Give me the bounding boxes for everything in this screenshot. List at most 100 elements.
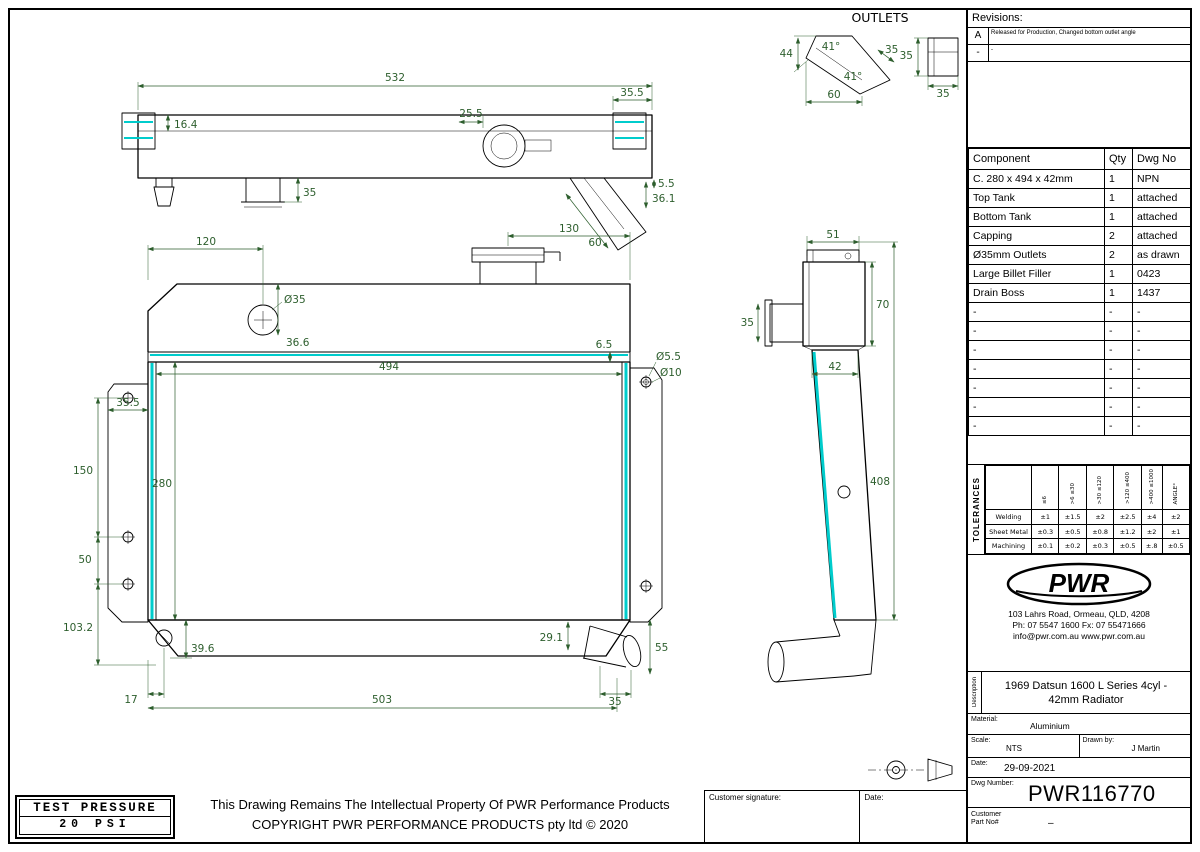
dim-532: 532 bbox=[385, 72, 405, 84]
tolerance-row-label: Machining bbox=[985, 538, 1032, 554]
dwgno-cell: attached bbox=[1132, 207, 1190, 227]
component-row: --- bbox=[968, 397, 1190, 417]
tolerance-col-header: >400 ≤1000 bbox=[1140, 465, 1163, 511]
test-pressure-box: TEST PRESSURE 20 PSI bbox=[15, 795, 175, 839]
scale-drawnby-row: Scale: NTS Drawn by: J Martin bbox=[968, 735, 1190, 758]
dim-103-2: 103.2 bbox=[63, 622, 93, 634]
dim-36-1: 36.1 bbox=[652, 193, 675, 205]
top-view: 532 35.5 16.4 25.5 35 5.5 36.1 60 bbox=[121, 72, 675, 251]
material-row: Material: Aluminium bbox=[968, 714, 1190, 735]
tolerance-value: ±2 bbox=[1085, 509, 1115, 525]
dwgno-cell: - bbox=[1132, 302, 1190, 322]
tolerance-header-row: ≤6 >6 ≤30 >30 ≤120 >120 ≤400 >400 ≤1000 … bbox=[985, 465, 1190, 511]
dwgno-cell: attached bbox=[1132, 226, 1190, 246]
tolerance-value: ±2 bbox=[1140, 523, 1163, 540]
dim-120: 120 bbox=[196, 236, 216, 248]
tolerances-side-label: TOLERANCES bbox=[968, 465, 985, 554]
dim-17: 17 bbox=[124, 694, 137, 706]
component-row: --- bbox=[968, 378, 1190, 398]
dim-35-straight-v: 35 bbox=[900, 50, 913, 62]
pwr-logo: PWR bbox=[1006, 562, 1152, 606]
dim-130: 130 bbox=[559, 223, 579, 235]
qty-cell: - bbox=[1104, 340, 1133, 360]
tolerance-value: ±2.5 bbox=[1113, 509, 1142, 525]
qty-cell: - bbox=[1104, 359, 1133, 379]
date-label: Date: bbox=[971, 760, 988, 767]
scale-cell: Scale: NTS bbox=[968, 735, 1079, 757]
description-side-label: Description bbox=[968, 672, 982, 713]
dwg-number-value: PWR116770 bbox=[1028, 781, 1156, 806]
component-cell: - bbox=[968, 302, 1105, 322]
dim-41a: 41° bbox=[822, 41, 841, 53]
tolerance-col-header: ≤6 bbox=[1030, 465, 1060, 511]
title-block: Revisions: A Released for Production, Ch… bbox=[966, 10, 1190, 842]
dim-5-5: 5.5 bbox=[658, 178, 675, 190]
dim-70: 70 bbox=[876, 299, 889, 311]
dim-55: 55 bbox=[655, 642, 668, 654]
qty-cell: 2 bbox=[1104, 245, 1133, 265]
component-row: --- bbox=[968, 302, 1190, 322]
company-section: PWR 103 Lahrs Road, Ormeau, QLD, 4208 Ph… bbox=[968, 555, 1190, 672]
dwgno-cell: 1437 bbox=[1132, 283, 1190, 303]
qty-cell: 1 bbox=[1104, 207, 1133, 227]
dim-60-outlet: 60 bbox=[827, 89, 840, 101]
dim-44: 44 bbox=[780, 48, 794, 60]
qty-cell: - bbox=[1104, 321, 1133, 341]
drawnby-value: J Martin bbox=[1131, 744, 1160, 753]
component-cell: C. 280 x 494 x 42mm bbox=[968, 169, 1105, 189]
dim-36-6: 36.6 bbox=[286, 337, 310, 349]
date-value: 29-09-2021 bbox=[1004, 763, 1056, 774]
dim-51: 51 bbox=[826, 229, 839, 241]
footer-line2: COPYRIGHT PWR PERFORMANCE PRODUCTS pty l… bbox=[251, 817, 629, 832]
company-address: 103 Lahrs Road, Ormeau, QLD, 4208 bbox=[1008, 609, 1150, 619]
component-cell: Large Billet Filler bbox=[968, 264, 1105, 284]
component-header: Component bbox=[968, 148, 1105, 170]
dwgno-cell: - bbox=[1132, 397, 1190, 417]
component-row: --- bbox=[968, 359, 1190, 379]
dim-25-5: 25.5 bbox=[459, 108, 482, 120]
qty-cell: - bbox=[1104, 378, 1133, 398]
front-view: Ø35 36.6 120 130 494 280 6.5 bbox=[63, 223, 682, 712]
component-table: Component Qty Dwg No C. 280 x 494 x 42mm… bbox=[968, 148, 1190, 436]
tolerance-value: ±2 bbox=[1161, 509, 1190, 525]
qty-cell: 1 bbox=[1104, 264, 1133, 284]
qty-cell: - bbox=[1104, 416, 1133, 436]
description-section: Description 1969 Datsun 1600 L Series 4c… bbox=[968, 672, 1190, 714]
tolerance-value: ±0.5 bbox=[1161, 538, 1190, 554]
dwgno-cell: - bbox=[1132, 359, 1190, 379]
revision-row: A Released for Production, Changed botto… bbox=[968, 28, 1190, 45]
tolerance-corner bbox=[985, 465, 1032, 511]
test-pressure-value: 20 PSI bbox=[59, 818, 131, 831]
dwgno-cell: - bbox=[1132, 321, 1190, 341]
dwgno-cell: - bbox=[1132, 340, 1190, 360]
tolerance-value: ±0.3 bbox=[1030, 523, 1060, 540]
qty-cell: - bbox=[1104, 397, 1133, 417]
dim-50: 50 bbox=[78, 554, 91, 566]
qty-header: Qty bbox=[1104, 148, 1133, 170]
dim-16-4: 16.4 bbox=[174, 119, 198, 131]
dim-41b: 41° bbox=[844, 71, 863, 83]
dwg-number-row: Dwg Number: PWR116770 bbox=[968, 778, 1190, 808]
scale-label: Scale: bbox=[971, 737, 991, 744]
dwgno-cell: attached bbox=[1132, 188, 1190, 208]
dwg-number-label: Dwg Number: bbox=[971, 780, 1014, 787]
outlets-title: OUTLETS bbox=[851, 10, 908, 25]
customer-part-label: Customer Part No# bbox=[971, 811, 1002, 826]
component-cell: - bbox=[968, 397, 1105, 417]
tolerance-value: ±0.8 bbox=[1085, 523, 1115, 540]
dwgno-cell: 0423 bbox=[1132, 264, 1190, 284]
component-cell: Bottom Tank bbox=[968, 207, 1105, 227]
component-cell: - bbox=[968, 416, 1105, 436]
component-header-row: Component Qty Dwg No bbox=[968, 148, 1190, 170]
component-table-section: Component Qty Dwg No C. 280 x 494 x 42mm… bbox=[968, 148, 1190, 465]
revision-note: - bbox=[991, 47, 993, 53]
pwr-logo-text: PWR bbox=[1049, 568, 1110, 598]
component-cell: Ø35mm Outlets bbox=[968, 245, 1105, 265]
component-cell: - bbox=[968, 321, 1105, 341]
description-text: 1969 Datsun 1600 L Series 4cyl - 42mm Ra… bbox=[1004, 679, 1168, 706]
revisions-section: Revisions: A Released for Production, Ch… bbox=[968, 10, 1190, 148]
tolerance-value: ±4 bbox=[1140, 509, 1163, 525]
